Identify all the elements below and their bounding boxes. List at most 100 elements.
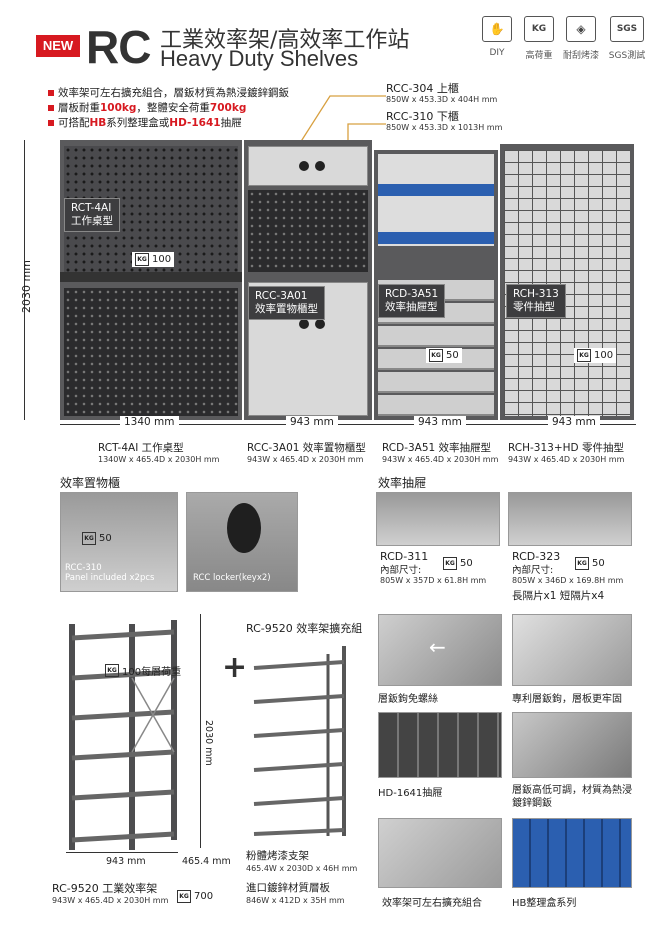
height-label: 2030 mm bbox=[19, 260, 33, 313]
drawer2-inner: 內部尺寸: bbox=[512, 565, 554, 576]
bullet-text: 可搭配 bbox=[58, 117, 90, 129]
drawer-photo-1 bbox=[376, 492, 500, 546]
bullet-item: 層板耐重100kg，整體安全荷重700kg bbox=[48, 101, 289, 116]
feature-photo-hook: ← bbox=[378, 614, 502, 686]
width-label: 943 mm bbox=[286, 416, 338, 428]
load-feature: KG 高荷重 bbox=[520, 16, 558, 61]
unit-caption: RCH-313+HD 零件抽型 943W x 465.4D x 2030H mm bbox=[508, 440, 624, 464]
bullet-text: 抽屜 bbox=[220, 117, 242, 129]
shelf-name: 進口鍍鋅材質層板 bbox=[246, 882, 330, 894]
title-zh: 工業效率架/高效率工作站 bbox=[160, 28, 410, 53]
photo-caption: RCC-310 Panel included x2pcs bbox=[65, 563, 154, 583]
parts-bins bbox=[504, 150, 630, 416]
unit-label: RCT-4AI 工作桌型 bbox=[64, 198, 120, 232]
load-value: 100 bbox=[152, 254, 172, 265]
upper-cabinet bbox=[248, 146, 368, 186]
rack-width-line bbox=[66, 852, 178, 853]
unit-zh: 零件抽型 bbox=[513, 301, 555, 313]
feature-caption: HD-1641抽屜 bbox=[378, 788, 443, 799]
kg-icon: KG bbox=[577, 349, 591, 362]
sgs-caption: SGS測試 bbox=[608, 51, 646, 61]
rcc304-dim: 850W x 453.3D x 404H mm bbox=[386, 95, 498, 104]
knob-icon bbox=[299, 161, 309, 171]
locker-photo: RCC locker(keyx2) bbox=[186, 492, 298, 592]
feature-caption: 效率架可左右擴充組合 bbox=[382, 898, 482, 909]
drawer[interactable] bbox=[378, 326, 494, 347]
extension-name: RC-9520 效率架擴充組 bbox=[246, 622, 363, 635]
rack-height-label: 2030 mm bbox=[203, 720, 214, 766]
unit-zh: 效率置物櫃型 bbox=[255, 303, 318, 315]
unit-caption: RCC-3A01 效率置物櫃型 943W x 465.4D x 2030H mm bbox=[247, 440, 366, 464]
drawer2-dim: 805W x 346D x 169.8H mm bbox=[512, 576, 624, 585]
unit-caption: RCT-4AI 工作桌型 1340W x 465.4D x 2030H mm bbox=[98, 440, 219, 464]
rack-drawing bbox=[69, 620, 177, 850]
drawer1-inner: 內部尺寸: bbox=[380, 565, 422, 576]
bullet-highlight: HB bbox=[89, 117, 107, 129]
width-label: 1340 mm bbox=[120, 416, 179, 428]
caption-code: RCC-310 bbox=[65, 563, 102, 573]
caption-text: Panel included x2pcs bbox=[65, 573, 155, 583]
bullet-text: 效率架可左右擴充組合，層鈑材質為熱浸鍍鋅鋼鈑 bbox=[58, 87, 289, 99]
unit-zh: 工作桌型 bbox=[71, 215, 113, 227]
bullet-text: 系列整理盒或 bbox=[106, 117, 170, 129]
drawer-photo-2 bbox=[508, 492, 632, 546]
rcc310-dim: 850W x 453.3D x 1013H mm bbox=[386, 123, 503, 132]
width-label: 943 mm bbox=[414, 416, 466, 428]
drawer[interactable] bbox=[378, 395, 494, 416]
drawer1-dim: 805W x 357D x 61.8H mm bbox=[380, 576, 487, 585]
post-name: 粉體烤漆支架 bbox=[246, 850, 309, 862]
paint-icon: ◈ bbox=[566, 16, 596, 42]
knob-icon bbox=[315, 319, 325, 329]
load-value: 50 bbox=[592, 558, 605, 569]
load-icon: KG bbox=[524, 16, 554, 42]
drawer2-parts: 長隔片x1 短隔片x4 bbox=[512, 590, 605, 602]
photo-caption: RCC locker(keyx2) bbox=[193, 573, 271, 583]
unit-label: RCH-313 零件抽型 bbox=[506, 284, 566, 318]
load-value: 100每層荷重 bbox=[122, 667, 182, 678]
rcc304-code: RCC-304 上櫃 bbox=[386, 82, 459, 95]
drawer[interactable] bbox=[378, 372, 494, 393]
unit-dim: 1340W x 465.4D x 2030H mm bbox=[98, 455, 220, 464]
bullet-text: ，整體安全荷重 bbox=[136, 102, 210, 114]
blue-bins bbox=[378, 232, 494, 244]
plus-icon: + bbox=[222, 650, 248, 685]
feature-photo-expand bbox=[378, 818, 502, 888]
extension-drawing bbox=[253, 646, 346, 836]
height-dimension: 2030 mm bbox=[14, 140, 34, 420]
load-value: 50 bbox=[99, 533, 112, 544]
sgs-feature: SGS SGS測試 bbox=[604, 16, 650, 61]
load-value: 100 bbox=[594, 350, 614, 361]
shelf-dim: 846W x 412D x 35H mm bbox=[246, 896, 345, 905]
unit-dim: 943W x 465.4D x 2030H mm bbox=[382, 455, 499, 464]
bullet-item: 可搭配HB系列整理盒或HD-1641抽屜 bbox=[48, 116, 289, 131]
rack-name: RC-9520 工業效率架 bbox=[52, 882, 158, 895]
drawer-section-title: 效率抽屜 bbox=[378, 476, 427, 490]
feature-bullets: 效率架可左右擴充組合，層鈑材質為熱浸鍍鋅鋼鈑 層板耐重100kg，整體安全荷重7… bbox=[48, 86, 289, 131]
arrow-left-icon: ← bbox=[429, 635, 446, 659]
pegboard bbox=[248, 190, 368, 272]
paint-feature: ◈ 耐刮烤漆 bbox=[562, 16, 600, 61]
unit-dim: 943W x 465.4D x 2030H mm bbox=[508, 455, 625, 464]
diy-feature: ✋ DIY bbox=[478, 16, 516, 61]
unit-code: RCH-313 bbox=[513, 288, 559, 300]
bullet-highlight: 100kg bbox=[100, 102, 137, 114]
drawer2-code: RCD-323 bbox=[512, 550, 561, 563]
unit-zh: 效率抽屜型 bbox=[385, 301, 438, 313]
kg-icon: KG bbox=[575, 557, 589, 570]
drawer1-code: RCD-311 bbox=[380, 550, 429, 563]
bullet-item: 效率架可左右擴充組合，層鈑材質為熱浸鍍鋅鋼鈑 bbox=[48, 86, 289, 101]
unit-label: RCC-3A01 效率置物櫃型 bbox=[248, 286, 325, 320]
feature-photo-patent bbox=[512, 614, 632, 686]
kg-icon: KG bbox=[82, 532, 96, 545]
kg-icon: KG bbox=[135, 253, 149, 266]
unit-name: RCT-4AI 工作桌型 bbox=[98, 442, 184, 454]
